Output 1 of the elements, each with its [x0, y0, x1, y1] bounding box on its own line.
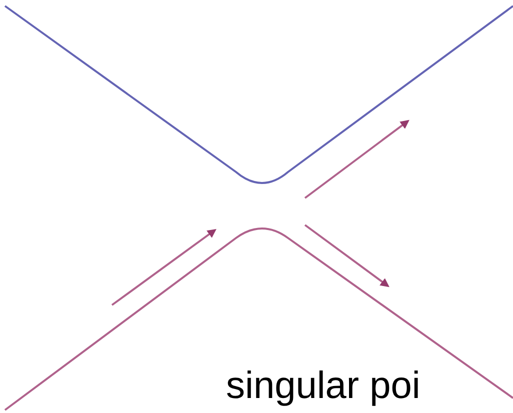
point-label: singular poi — [226, 364, 420, 408]
